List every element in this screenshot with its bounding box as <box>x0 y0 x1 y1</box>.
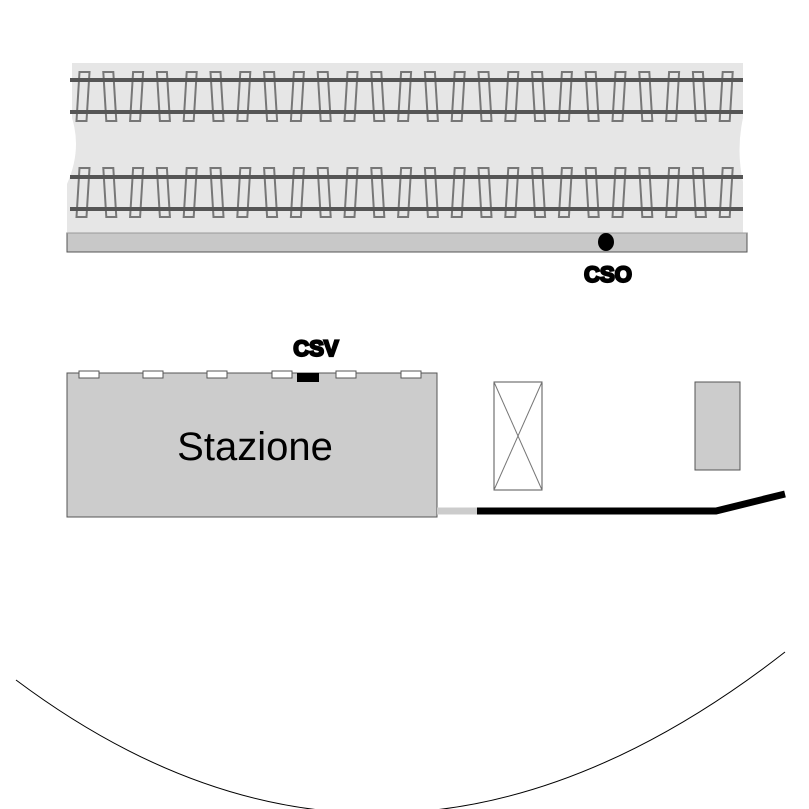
track-2-sleeper <box>209 167 225 218</box>
cso-sensor-dot <box>598 233 614 251</box>
track-1-sleeper <box>316 71 332 122</box>
track-2-sleeper <box>504 167 520 218</box>
track-1-sleeper <box>129 71 145 122</box>
track-2-sleeper <box>343 167 359 218</box>
track-1-sleeper <box>504 71 520 122</box>
station-window-5 <box>335 370 357 379</box>
track-2-sleeper <box>182 167 198 218</box>
track-2-sleeper <box>584 167 600 218</box>
track-1-sleeper <box>289 71 305 122</box>
track-1-sleeper <box>611 71 627 122</box>
track-2-sleeper <box>236 167 252 218</box>
station-window-2 <box>142 370 164 379</box>
track-2-sleeper <box>557 167 573 218</box>
track-1-sleeper <box>665 71 681 122</box>
trackbed <box>67 63 743 235</box>
track-1-sleeper <box>236 71 252 122</box>
track-2-sleeper <box>691 167 707 218</box>
track-2-sleeper <box>129 167 145 218</box>
cso-label: CSO <box>584 262 632 287</box>
track-1-sleeper <box>557 71 573 122</box>
track-1-sleeper <box>370 71 386 122</box>
boundary-arc <box>15 651 786 809</box>
track-2-sleeper <box>316 167 332 218</box>
platform <box>66 232 748 253</box>
track-2-sleeper <box>423 167 439 218</box>
crossed-box <box>493 381 543 491</box>
track-2-sleeper <box>477 167 493 218</box>
track-2-sleeper <box>263 167 279 218</box>
track-2-sleeper <box>155 167 171 218</box>
track-2-sleepers <box>75 167 734 218</box>
track-1-sleeper <box>102 71 118 122</box>
track-1 <box>70 71 743 122</box>
track-1-sleeper <box>397 71 413 122</box>
small-building <box>694 381 741 471</box>
station-building <box>66 372 438 518</box>
track-2-sleeper <box>531 167 547 218</box>
track-1-sleeper <box>155 71 171 122</box>
station-window-6 <box>400 370 422 379</box>
track-2-sleeper <box>75 167 91 218</box>
track-1-sleeper <box>584 71 600 122</box>
track-1-sleeper <box>182 71 198 122</box>
track-1-sleeper <box>263 71 279 122</box>
track-2-sleeper <box>370 167 386 218</box>
track-2-sleeper <box>665 167 681 218</box>
station-window-1 <box>78 370 100 379</box>
track-2-sleeper <box>102 167 118 218</box>
track-2-sleeper <box>718 167 734 218</box>
track-1-sleeper <box>343 71 359 122</box>
station-window-4 <box>271 370 293 379</box>
track-2-sleeper <box>450 167 466 218</box>
station-label: Stazione <box>177 425 333 469</box>
track-1-sleeper <box>531 71 547 122</box>
path-dark-segment <box>477 490 786 515</box>
track-1-sleeper <box>209 71 225 122</box>
track-2-sleeper <box>638 167 654 218</box>
track-2-sleeper <box>289 167 305 218</box>
track-2-sleeper <box>397 167 413 218</box>
track-1-sleeper <box>450 71 466 122</box>
track-1-sleeper <box>718 71 734 122</box>
track-2-sleeper <box>611 167 627 218</box>
track-2 <box>70 167 743 218</box>
track-1-sleeper <box>423 71 439 122</box>
csv-label: CSV <box>293 336 339 361</box>
track-1-sleepers <box>75 71 734 122</box>
csv-sensor-block <box>297 373 319 382</box>
track-1-sleeper <box>638 71 654 122</box>
track-1-sleeper <box>691 71 707 122</box>
track-1-sleeper <box>75 71 91 122</box>
station-window-3 <box>206 370 228 379</box>
track-1-sleeper <box>477 71 493 122</box>
